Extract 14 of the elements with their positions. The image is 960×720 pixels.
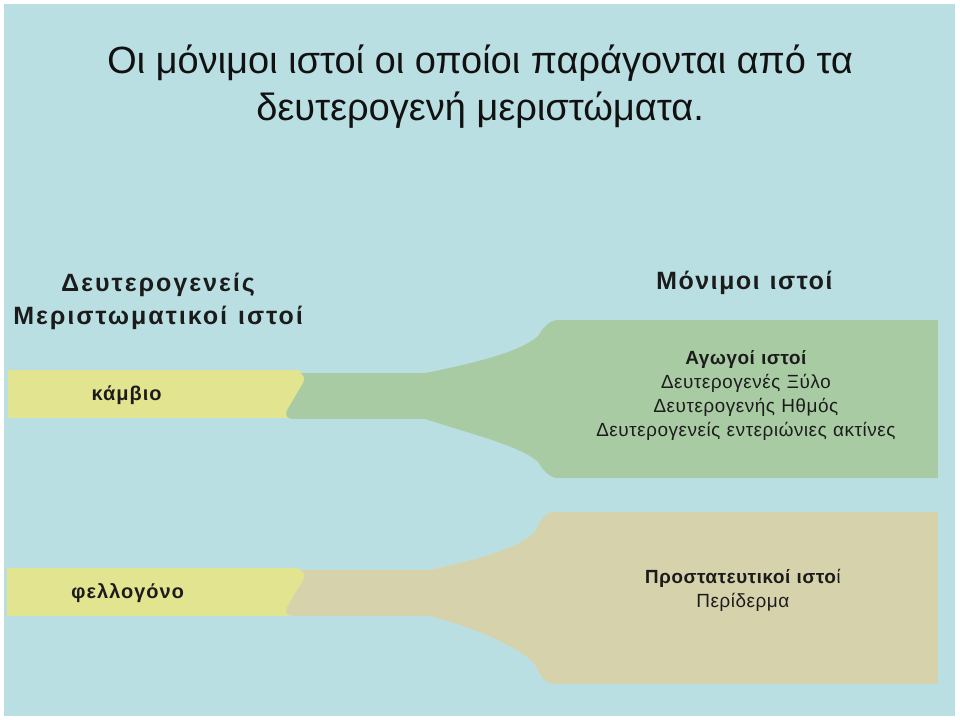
node-text: Περίδερμα (696, 590, 790, 614)
band-shape (8, 370, 306, 418)
node-text: Δευτερογενείς εντεριώνιες ακτίνες (596, 419, 896, 443)
node-label: κάμβιο (92, 382, 162, 406)
node-heading: Αγωγοί ιστοί (685, 347, 807, 371)
column-heading: Μόνιμοι ιστοί (656, 266, 834, 296)
node-heading: Προστατευτικοί ιστοί (644, 566, 842, 590)
title: Οι μόνιμοι ιστοί οι οποίοι παράγονται από τα δευτερογενή μεριστώματα. (106, 39, 854, 131)
node-label: φελλογόνο (71, 580, 185, 604)
node-text: Δευτερογενής Ηθμός (653, 395, 839, 419)
column-heading: Δευτερογενείς Μεριστωματικοί ιστοί (12, 268, 306, 332)
band-shape (7, 568, 305, 616)
node-text: Δευτερογενές Ξύλο (660, 371, 832, 395)
funnel-shape (284, 512, 938, 684)
